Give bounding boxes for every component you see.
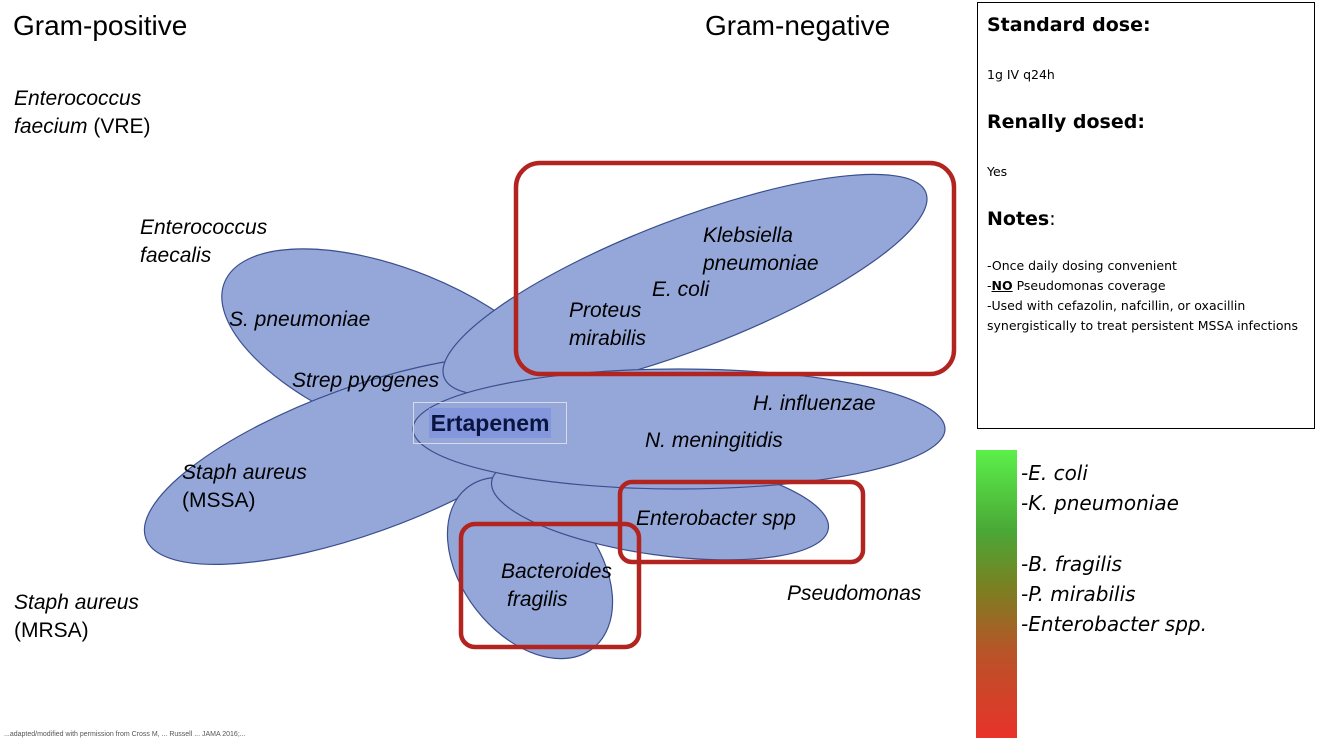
label-staph-mssa-line2: (MSSA) [182, 489, 256, 512]
label-bacteroides-line2: fragilis [507, 588, 568, 611]
label-staph-aureus-mssa: Staph aureus (MSSA) [182, 459, 307, 515]
note-no-pseudomonas: -NO Pseudomonas coverage [987, 276, 1305, 296]
gram-positive-heading: Gram-positive [13, 10, 188, 41]
activity-organism-list: -E. coli -K. pneumoniae -B. fragilis -P.… [1021, 458, 1207, 639]
activity-item-b-fragilis: -B. fragilis [1021, 552, 1122, 576]
label-enterococcus-faecalis: Enterococcus faecalis [140, 214, 267, 270]
note-no-pseudomonas-prefix: - [987, 278, 992, 293]
label-enterococcus-faecium: Enterococcus faecium (VRE) [14, 85, 151, 141]
standard-dose-title: Standard dose: [987, 14, 1151, 36]
source-footnote: ...adapted/modified with permission from… [4, 731, 246, 738]
coverage-ellipse-klebsiella [442, 173, 928, 397]
label-n-meningitidis: N. meningitidis [645, 429, 783, 452]
label-h-influenzae: H. influenzae [753, 392, 876, 415]
label-staph-aureus-mrsa: Staph aureus (MRSA) [14, 589, 139, 645]
label-enterococcus-faecium-line1: Enterococcus [14, 87, 142, 110]
label-pseudomonas: Pseudomonas [787, 582, 922, 605]
drug-name-label: Ertapenem [413, 402, 567, 444]
label-staph-mrsa-line2: (MRSA) [14, 619, 89, 642]
label-enterobacter-spp: Enterobacter spp [636, 507, 796, 530]
label-s-pneumoniae: S. pneumoniae [229, 308, 371, 331]
note-mssa-synergy: -Used with cefazolin, nafcillin, or oxac… [987, 298, 1298, 333]
highlight-box-enterobacteriaceae [513, 160, 957, 377]
activity-list-gap [1021, 518, 1207, 549]
label-bacteroides-fragilis: Bacteroides fragilis [501, 558, 612, 614]
standard-dose-value: 1g IV q24h [987, 67, 1055, 82]
activity-item-enterobacter: -Enterobacter spp. [1021, 612, 1207, 636]
label-enterococcus-faecium-line2: faecium (VRE) [14, 113, 151, 141]
label-bacteroides-line1: Bacteroides [501, 560, 612, 583]
label-staph-mrsa-line1: Staph aureus [14, 591, 139, 614]
dosing-info-box: Standard dose: 1g IV q24h Renally dosed:… [977, 2, 1315, 429]
label-proteus-line2: mirabilis [569, 327, 647, 350]
drug-name-text: Ertapenem [428, 408, 552, 438]
notes-title: Notes: [987, 206, 1305, 232]
gram-negative-heading: Gram-negative [705, 10, 891, 41]
activity-gradient-bar [976, 450, 1017, 738]
label-enterococcus-faecium-vre: (VRE) [87, 115, 151, 138]
label-enterococcus-faecalis-line2: faecalis [140, 244, 212, 267]
label-klebsiella-line2: pneumoniae [703, 252, 819, 275]
notes-title-text: Notes [987, 208, 1050, 230]
note-no-pseudomonas-emphasis: NO [991, 278, 1013, 293]
activity-item-p-mirabilis: -P. mirabilis [1021, 582, 1136, 606]
label-strep-pyogenes: Strep pyogenes [292, 369, 440, 392]
note-once-daily: -Once daily dosing convenient [987, 258, 1177, 273]
notes-list: -Once daily dosing convenient -NO Pseudo… [987, 256, 1305, 336]
activity-item-k-pneumoniae: -K. pneumoniae [1021, 491, 1179, 515]
label-staph-mssa-line1: Staph aureus [182, 461, 307, 484]
renally-dosed-title: Renally dosed: [987, 111, 1145, 133]
notes-title-colon: : [1049, 208, 1056, 230]
label-klebsiella-pneumoniae: Klebsiella pneumoniae [703, 222, 819, 278]
renally-dosed-value: Yes [987, 164, 1008, 179]
activity-item-e-coli: -E. coli [1021, 461, 1088, 485]
label-klebsiella-line1: Klebsiella [703, 224, 793, 247]
label-enterococcus-faecium-species: faecium [14, 115, 88, 138]
label-enterococcus-faecalis-line1: Enterococcus [140, 216, 268, 239]
label-e-coli: E. coli [652, 278, 710, 301]
label-proteus-mirabilis: Proteus mirabilis [569, 297, 646, 353]
note-no-pseudomonas-rest: Pseudomonas coverage [1012, 278, 1166, 293]
label-proteus-line1: Proteus [569, 299, 642, 322]
highlight-box-bacteroides [458, 521, 642, 650]
